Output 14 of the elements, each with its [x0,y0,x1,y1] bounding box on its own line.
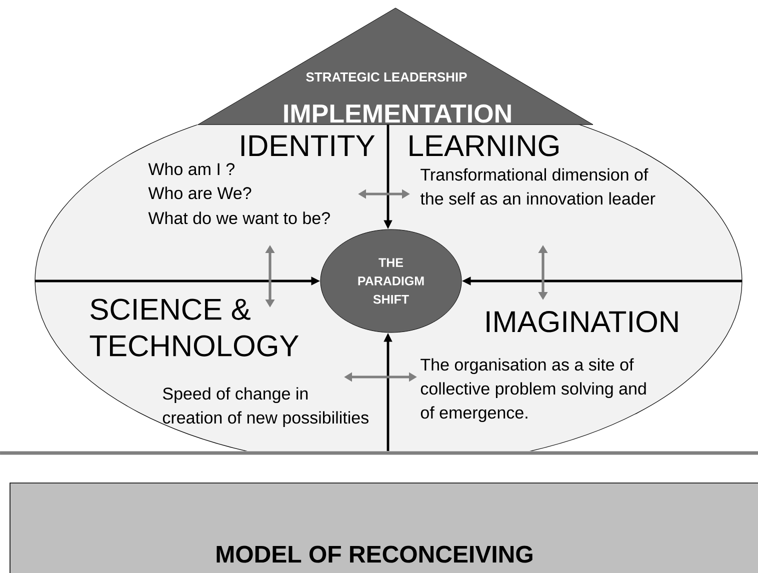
quadrant-text: The organisation as a site of collective problem solving and of emergence. [420,358,646,422]
quadrant-title: IMAGINATION [486,311,678,332]
title-banner: MODEL OF RECONCEIVING [10,482,758,573]
question-text: Who are We? [148,186,252,200]
question-text: What do we want to be? [148,212,330,224]
oval [34,124,742,451]
roof-title: STRATEGIC LEADERSHIP [306,72,467,82]
quadrant-title: LEARNING [410,135,558,156]
quadrant-title: IDENTITY [241,135,375,156]
quadrant-title: SCIENCE & TECHNOLOGY [90,298,299,356]
question-text: Who am I ? [148,162,234,176]
quadrant-text: Transformational dimension of the self as an innovation leader [420,168,656,205]
roof-heading: IMPLEMENTATION [284,104,511,123]
quadrant-text: Speed of change in creation of new possibilities [162,387,368,428]
